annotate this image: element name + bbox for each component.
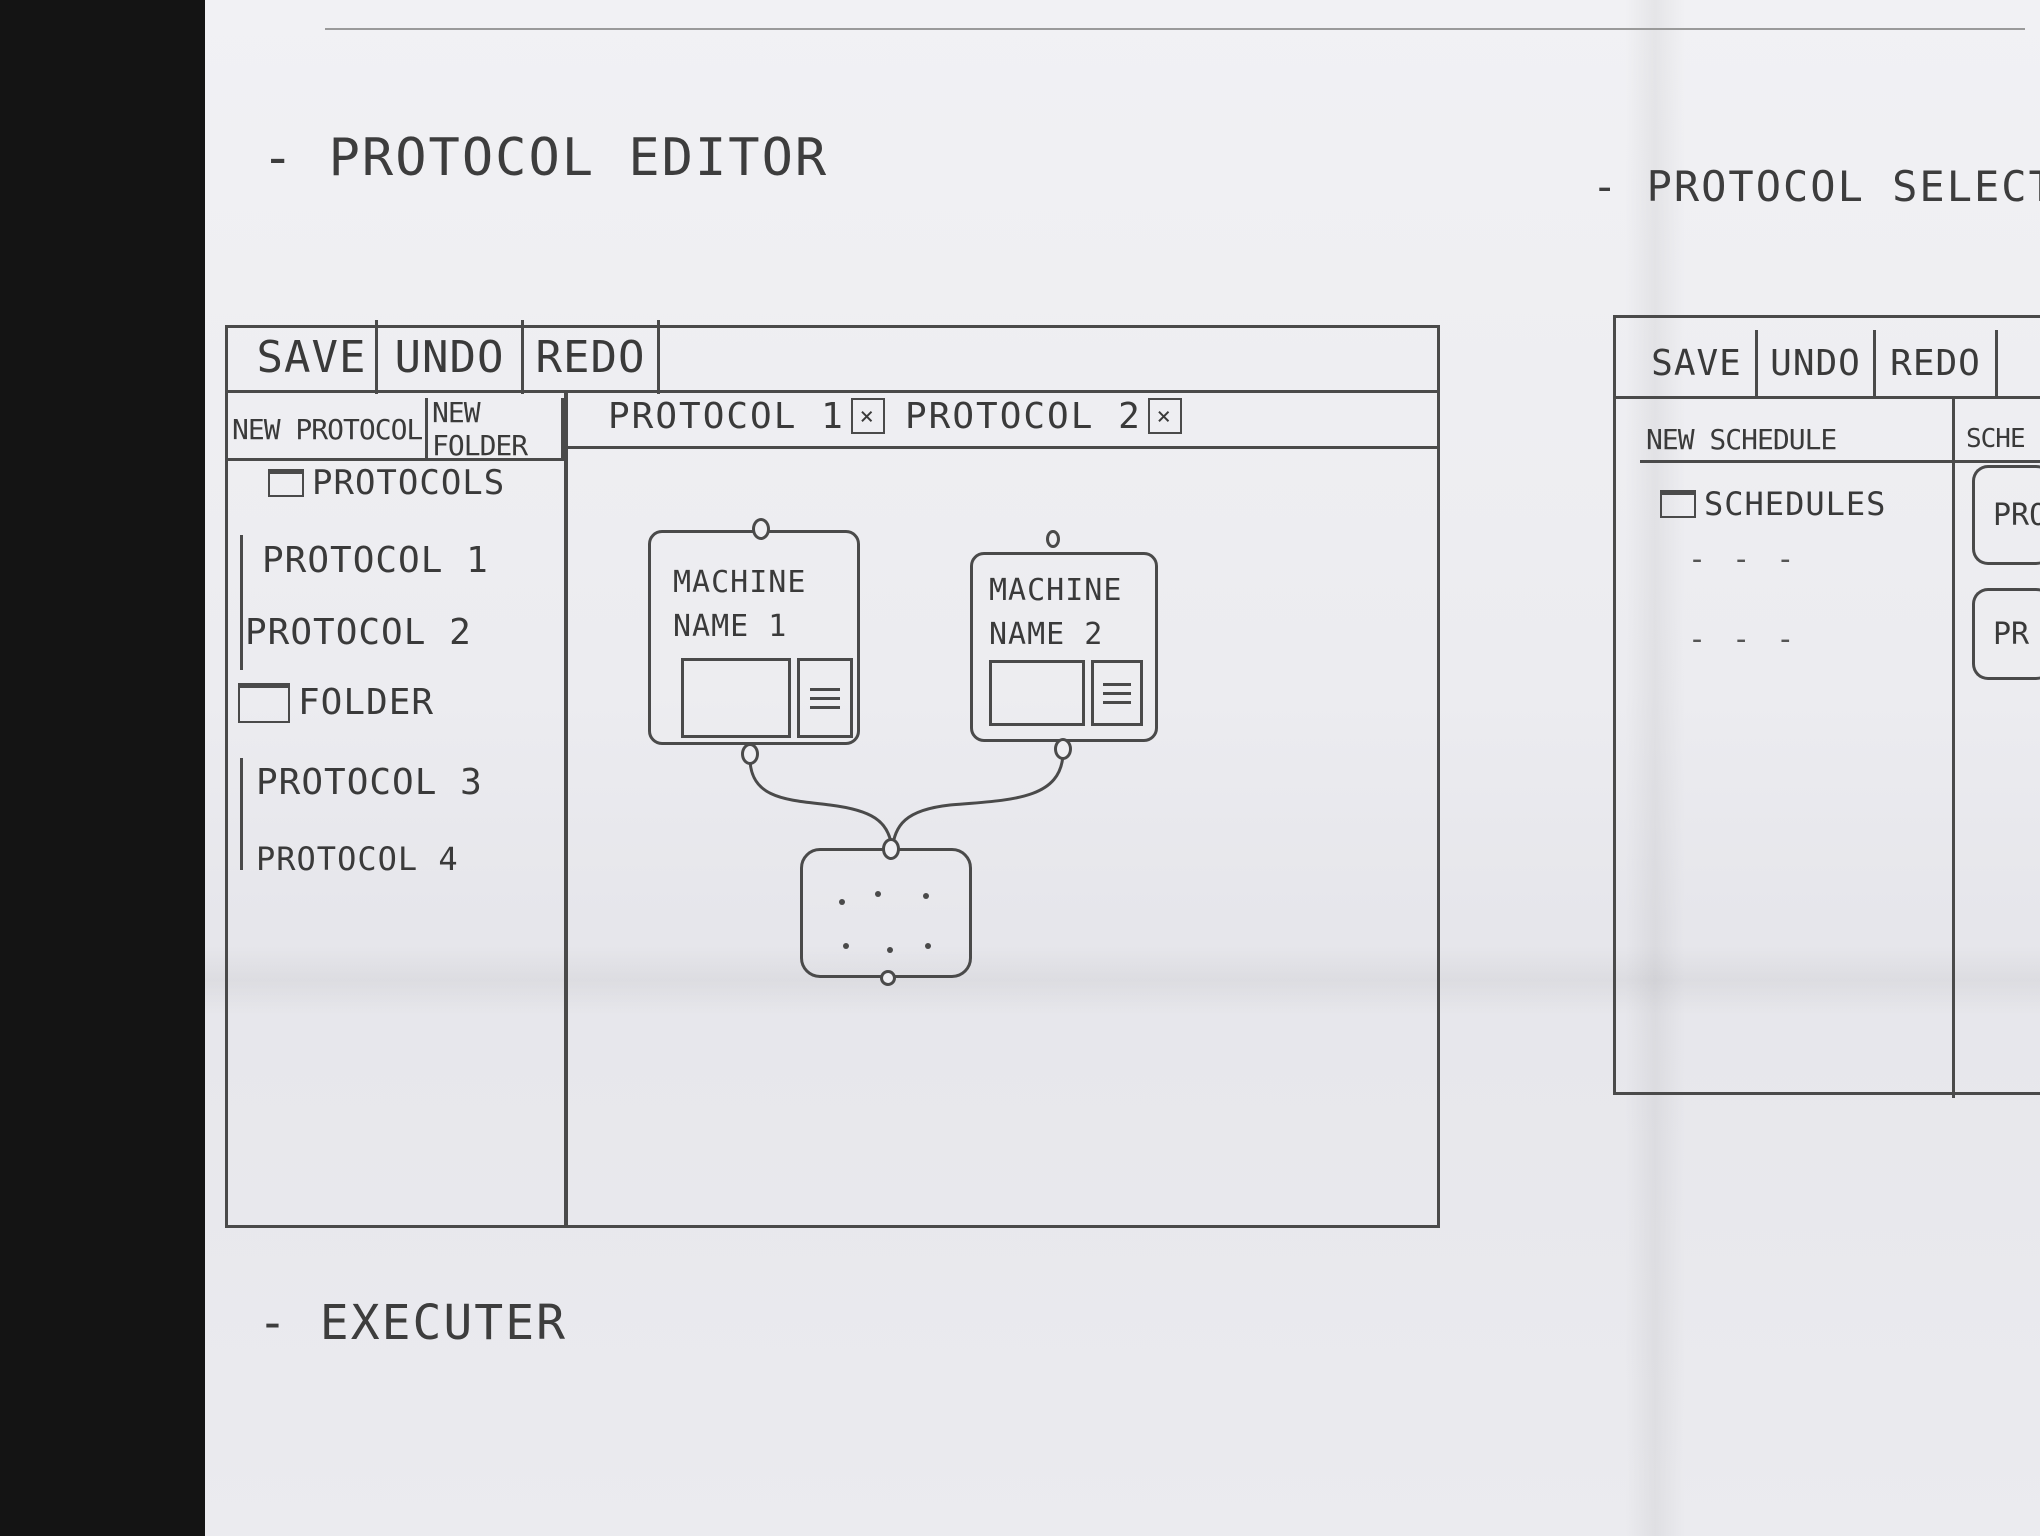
paper-fold-vertical xyxy=(1625,0,1685,1536)
node-preview xyxy=(681,658,791,738)
tree-item-protocol-3[interactable]: PROTOCOL 3 xyxy=(256,762,483,803)
tree-label: PROTOCOL 1 xyxy=(262,540,489,581)
tree-guide-line xyxy=(240,758,243,870)
editor-window xyxy=(225,325,1440,1228)
node-menu-icon[interactable] xyxy=(1091,660,1143,726)
tab-label: PROTOCOL 1 xyxy=(608,395,845,437)
save-button[interactable]: SAVE xyxy=(248,320,378,394)
executer-heading: - EXECUTER xyxy=(258,1295,567,1351)
tree-item-protocol-1[interactable]: PROTOCOL 1 xyxy=(262,540,489,581)
card-label: PR xyxy=(1993,617,2030,652)
top-rule-line xyxy=(325,28,2025,30)
node-preview xyxy=(989,660,1085,726)
tab-protocol-2[interactable]: PROTOCOL 2 × xyxy=(905,392,1182,440)
redo-button[interactable]: REDO xyxy=(1876,330,1998,396)
sidebar-buttons-divider xyxy=(228,458,566,461)
input-port[interactable] xyxy=(882,838,900,860)
new-schedule-button[interactable]: NEW SCHEDULE xyxy=(1646,422,1837,456)
machine-node-1[interactable]: MACHINE NAME 1 xyxy=(648,530,860,745)
protocol-card[interactable]: PR xyxy=(1972,588,2040,680)
tree-item-protocol-4[interactable]: PROTOCOL 4 xyxy=(256,840,459,878)
editor-heading: - PROTOCOL EDITOR xyxy=(262,128,829,188)
tree-folder[interactable]: FOLDER xyxy=(238,682,434,723)
folder-icon xyxy=(1660,490,1696,518)
save-button[interactable]: SAVE xyxy=(1638,330,1758,396)
close-icon[interactable]: × xyxy=(1147,398,1182,434)
node-title: MACHINE NAME 1 xyxy=(673,565,807,644)
tree-root-protocols[interactable]: PROTOCOLS xyxy=(268,463,505,503)
machine-node-2[interactable]: MACHINE NAME 2 xyxy=(970,552,1158,742)
undo-button[interactable]: UNDO xyxy=(1758,330,1876,396)
selector-window xyxy=(1613,315,2040,1095)
tree-label: PROTOCOL 4 xyxy=(256,840,459,878)
more-items-ellipsis: - - - xyxy=(1688,622,1799,657)
output-port[interactable] xyxy=(880,970,896,986)
new-folder-button[interactable]: NEW FOLDER xyxy=(428,398,564,460)
selector-sidebar-divider xyxy=(1640,460,2040,463)
tab-bar-divider xyxy=(566,446,1440,449)
tree-root-schedules[interactable]: SCHEDULES xyxy=(1660,485,1886,523)
tree-label: PROTOCOLS xyxy=(312,463,506,503)
card-label: PRO xyxy=(1993,498,2040,533)
selector-column-divider xyxy=(1952,398,1955,1098)
close-icon[interactable]: × xyxy=(850,398,885,434)
output-port[interactable] xyxy=(741,743,759,765)
sidebar-divider xyxy=(564,392,568,1228)
selector-heading: - PROTOCOL SELECTOR xyxy=(1592,162,2040,211)
protocol-card[interactable]: PRO xyxy=(1972,465,2040,565)
tree-label: PROTOCOL 3 xyxy=(256,762,483,803)
tree-item-protocol-2[interactable]: PROTOCOL 2 xyxy=(245,612,472,653)
schedule-button[interactable]: SCHE xyxy=(1966,424,2026,454)
tree-label: SCHEDULES xyxy=(1704,485,1887,523)
folder-icon xyxy=(238,682,290,723)
editor-toolbar-divider xyxy=(225,390,1440,393)
new-protocol-button[interactable]: NEW PROTOCOL xyxy=(228,398,428,460)
tree-label: PROTOCOL 2 xyxy=(245,612,472,653)
input-port[interactable] xyxy=(1046,530,1060,548)
tree-label: FOLDER xyxy=(298,682,435,723)
tree-guide-line xyxy=(240,535,243,670)
folder-icon xyxy=(268,469,304,497)
input-port[interactable] xyxy=(752,518,770,540)
output-port[interactable] xyxy=(1054,738,1072,760)
redo-button[interactable]: REDO xyxy=(524,320,660,394)
selector-toolbar-divider xyxy=(1613,396,2040,399)
node-menu-icon[interactable] xyxy=(797,658,853,738)
plate-node[interactable] xyxy=(800,848,972,978)
tab-protocol-1[interactable]: PROTOCOL 1 × xyxy=(608,392,885,440)
tab-label: PROTOCOL 2 xyxy=(905,395,1142,437)
node-title: MACHINE NAME 2 xyxy=(989,573,1123,652)
paper-fold-horizontal xyxy=(205,945,2040,1015)
undo-button[interactable]: UNDO xyxy=(378,320,524,394)
paper-sheet xyxy=(205,0,2040,1536)
more-items-ellipsis: - - - xyxy=(1688,542,1799,577)
